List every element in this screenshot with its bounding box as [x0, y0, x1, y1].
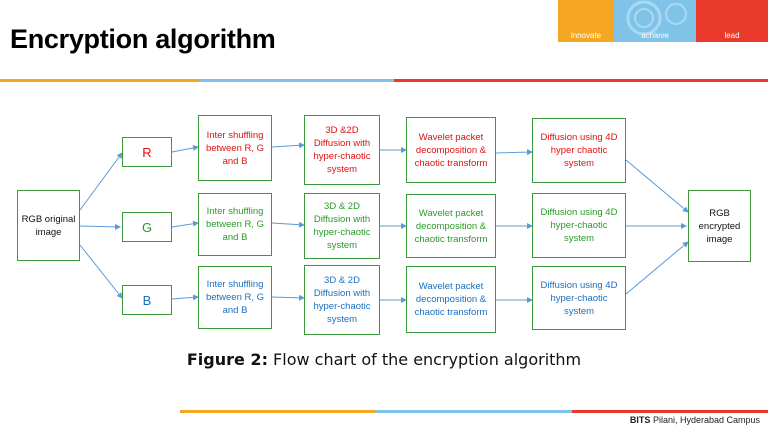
arrow-b-2: [271, 294, 305, 301]
arrow-input-r: [79, 152, 123, 211]
arrow-input-g: [79, 223, 121, 230]
r-step-diffusion-4d: Diffusion using 4D hyper chaotic system: [532, 118, 626, 183]
brand-banner: innovate achieve lead: [558, 0, 768, 42]
r-step-diffusion-3d2d: 3D &2D Diffusion with hyper-chaotic syst…: [304, 115, 380, 185]
arrow-g-2: [271, 221, 305, 228]
bottom-stripe-blue: [376, 410, 572, 413]
figure-caption: Figure 2: Flow chart of the encryption a…: [0, 350, 768, 369]
bottom-stripe-orange: [180, 410, 376, 413]
r-step-wavelet: Wavelet packet decomposition & chaotic t…: [406, 117, 496, 183]
footer-campus: BITS Pilani, Hyderabad Campus: [629, 415, 760, 425]
g-step-diffusion-3d2d: 3D & 2D Diffusion with hyper-chaotic sys…: [304, 193, 380, 259]
b-step-shuffling: Inter shuffling between R, G and B: [198, 266, 272, 329]
b-step-wavelet: Wavelet packet decomposition & chaotic t…: [406, 266, 496, 333]
caption-text: Flow chart of the encryption algorithm: [267, 350, 582, 369]
g-step-wavelet: Wavelet packet decomposition & chaotic t…: [406, 194, 496, 258]
arrow-r-1: [171, 144, 199, 153]
channel-r-box: R: [122, 137, 172, 167]
top-stripe-orange: [0, 79, 200, 82]
brand-achieve: achieve: [614, 0, 696, 42]
gear-pattern-icon: [626, 0, 687, 36]
brand-innovate: innovate: [558, 0, 614, 42]
output-image-box: RGB encrypted image: [688, 190, 751, 262]
r-step-shuffling: Inter shuffling between R, G and B: [198, 115, 272, 181]
arrow-r-output: [625, 159, 689, 213]
arrow-r-4: [495, 149, 533, 156]
caption-label: Figure 2:: [186, 350, 268, 369]
arrow-r-2: [271, 142, 305, 149]
top-stripe-blue: [200, 79, 394, 82]
arrow-g-1: [171, 220, 199, 228]
arrow-b-1: [171, 294, 199, 301]
top-stripe-red: [394, 79, 768, 82]
arrow-input-b: [79, 244, 123, 299]
g-step-diffusion-4d: Diffusion using 4D hyper-chaotic system: [532, 193, 626, 258]
g-step-shuffling: Inter shuffling between R, G and B: [198, 193, 272, 256]
slide-title: Encryption algorithm: [10, 24, 276, 54]
input-image-box: RGB original image: [17, 190, 80, 261]
channel-g-box: G: [122, 212, 172, 242]
bottom-stripe-red: [572, 410, 768, 413]
b-step-diffusion-4d: Diffusion using 4D hyper-chaotic system: [532, 266, 626, 330]
b-step-diffusion-3d2d: 3D & 2D Diffusion with hyper-chaotic sys…: [304, 265, 380, 335]
channel-b-box: B: [122, 285, 172, 315]
brand-lead: lead: [696, 0, 768, 42]
arrow-b-output: [625, 241, 689, 295]
